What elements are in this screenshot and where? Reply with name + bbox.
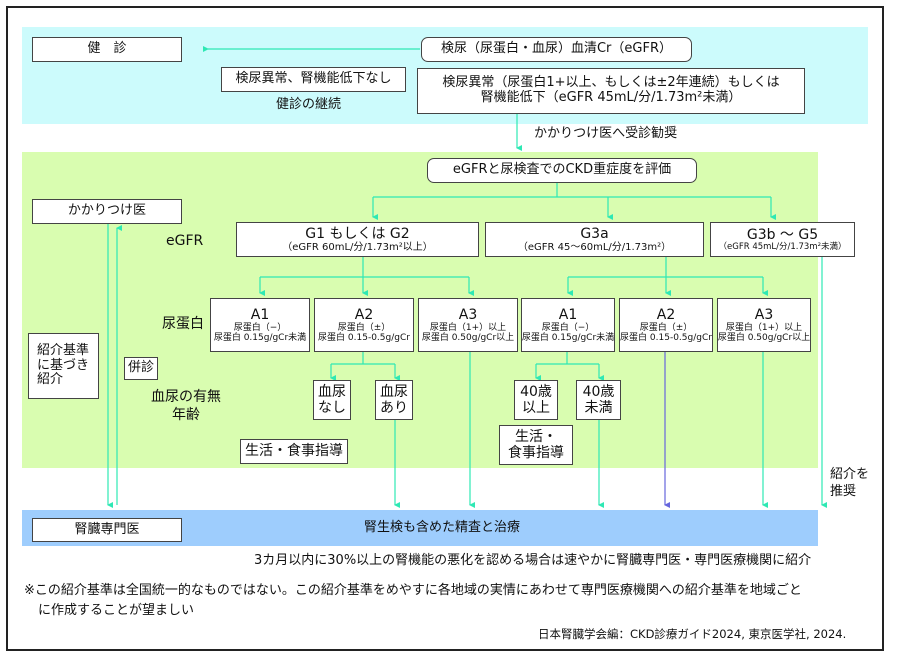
- age-line: 40歳: [520, 383, 552, 400]
- lifestyle-guidance-box-2: 生活・ 食事指導: [499, 425, 573, 465]
- g3b-g5-box: G3b ～ G5 （eGFR 45mL/分/1.73m²未満）: [710, 222, 855, 257]
- a-line2: 尿蛋白 0.15-0.5g/gCr: [318, 333, 410, 344]
- a-title: A3: [754, 306, 774, 323]
- a-line1: 尿蛋白（1+）以上: [725, 322, 803, 333]
- g3a-title: G3a: [580, 225, 609, 242]
- primary-doctor-box: かかりつけ医: [32, 199, 182, 224]
- specialist-box: 腎臓専門医: [32, 518, 182, 542]
- checkup-label: 健 診: [87, 41, 127, 57]
- g3b-g5-sub: （eGFR 45mL/分/1.73m²未満）: [718, 241, 847, 252]
- checkup-box: 健 診: [32, 37, 182, 62]
- age-40-under-box: 40歳 未満: [576, 380, 621, 420]
- a-line2: 尿蛋白 0.15g/gCr未満: [213, 333, 307, 344]
- continue-checkup-label: 健診の継続: [276, 97, 342, 112]
- hematuria-present-box: 血尿 あり: [375, 380, 413, 420]
- hematuria-present-line: あり: [380, 400, 408, 416]
- citation: 日本腎臓学会編：CKD診療ガイド2024, 東京医学社, 2024.: [538, 627, 847, 641]
- lifestyle-guidance-line: 生活・: [515, 428, 557, 445]
- recommend-referral-label: 紹介を 推奨: [830, 467, 869, 501]
- a-line1: 尿蛋白（−）: [541, 322, 595, 333]
- evaluate-label: eGFRと尿検査でのCKD重症度を評価: [452, 162, 672, 178]
- proteinuria-row-label: 尿蛋白: [162, 316, 204, 332]
- g1-g2-title: G1 もしくは G2: [305, 225, 410, 242]
- g3a-sub: （eGFR 45～60mL/分/1.73m²）: [517, 241, 672, 253]
- g1-g2-box: G1 もしくは G2 （eGFR 60mL/分/1.73m²以上）: [236, 222, 479, 257]
- specialist-label: 腎臓専門医: [74, 521, 140, 537]
- referral-criteria-line: に基づき: [37, 357, 90, 373]
- g3a-box: G3a （eGFR 45～60mL/分/1.73m²）: [485, 222, 704, 257]
- a-title: A2: [354, 306, 374, 323]
- a2-g3a-box: A2 尿蛋白（±） 尿蛋白 0.15-0.5g/gCr: [619, 298, 713, 352]
- a-line1: 尿蛋白（±）: [639, 322, 693, 333]
- normal-result-box: 検尿異常、腎機能低下なし: [221, 67, 406, 92]
- a3-g12-box: A3 尿蛋白（1+）以上 尿蛋白 0.50g/gCr以上: [418, 298, 518, 352]
- a-title: A1: [558, 306, 578, 323]
- hematuria-age-label: 血尿の有無 年齢: [150, 388, 222, 424]
- a-title: A2: [656, 306, 676, 323]
- referral-criteria-line: 紹介基準: [37, 342, 90, 358]
- a-line2: 尿蛋白 0.50g/gCr以上: [717, 333, 811, 344]
- age-line: 以上: [522, 400, 550, 416]
- a-line2: 尿蛋白 0.15g/gCr未満: [521, 333, 615, 344]
- primary-doctor-label: かかりつけ医: [67, 203, 147, 219]
- a3-g3a-box: A3 尿蛋白（1+）以上 尿蛋白 0.50g/gCr以上: [717, 298, 811, 352]
- a-line1: 尿蛋白（1+）以上: [429, 322, 507, 333]
- recommend-referral-line: 紹介を: [830, 467, 870, 482]
- g1-g2-sub: （eGFR 60mL/分/1.73m²以上）: [282, 241, 433, 253]
- egfr-row-label: eGFR: [166, 233, 204, 249]
- disclaimer-line1: ※この紹介基準は全国統一的なものではない。この紹介基準をめやすに各地域の実情にあ…: [24, 583, 802, 598]
- normal-result-label: 検尿異常、腎機能低下なし: [235, 71, 392, 87]
- recommend-primary-label: かかりつけ医へ受診勧奨: [534, 126, 678, 141]
- joint-care-label: 併診: [127, 360, 154, 376]
- a-title: A3: [458, 306, 478, 323]
- lifestyle-guidance-box-1: 生活・食事指導: [240, 439, 348, 464]
- age-line: 40歳: [582, 383, 615, 400]
- abnormal-line2: 腎機能低下（eGFR 45mL/分/1.73m²未満）: [480, 90, 742, 105]
- specialist-treatment-label: 腎生検も含めた精査と治療: [364, 520, 521, 535]
- tests-box: 検尿（尿蛋白・血尿）血清Cr（eGFR）: [421, 37, 692, 62]
- hematuria-present-line: 血尿: [380, 383, 408, 400]
- a-title: A1: [250, 306, 270, 323]
- hematuria-none-line: なし: [318, 400, 346, 416]
- a-line1: 尿蛋白（±）: [337, 322, 391, 333]
- age-40-over-box: 40歳 以上: [514, 380, 558, 420]
- referral-criteria-line: 紹介: [37, 372, 64, 388]
- lifestyle-guidance-label: 生活・食事指導: [245, 443, 343, 460]
- a2-g12-box: A2 尿蛋白（±） 尿蛋白 0.15-0.5g/gCr: [314, 298, 414, 352]
- a1-g12-box: A1 尿蛋白（−） 尿蛋白 0.15g/gCr未満: [210, 298, 310, 352]
- hematuria-none-box: 血尿 なし: [313, 380, 351, 420]
- age-line: 未満: [584, 400, 613, 416]
- lifestyle-guidance-line: 食事指導: [508, 445, 564, 461]
- g3b-g5-title: G3b ～ G5: [746, 226, 819, 243]
- hematuria-none-line: 血尿: [318, 383, 346, 400]
- hematuria-age-line2: 年齢: [172, 407, 200, 424]
- a1-g3a-box: A1 尿蛋白（−） 尿蛋白 0.15g/gCr未満: [521, 298, 615, 352]
- abnormal-result-box: 検尿異常（尿蛋白1+以上、もしくは±2年連続）もしくは 腎機能低下（eGFR 4…: [417, 68, 805, 114]
- disclaimer-line2: に作成することが望ましい: [38, 603, 195, 618]
- recommend-referral-line: 推奨: [830, 483, 857, 499]
- a-line2: 尿蛋白 0.15-0.5g/gCr: [620, 333, 712, 344]
- abnormal-line1: 検尿異常（尿蛋白1+以上、もしくは±2年連続）もしくは: [442, 75, 780, 91]
- a-line1: 尿蛋白（−）: [233, 322, 287, 333]
- rapid-decline-note: 3カ月以内に30%以上の腎機能の悪化を認める場合は速やかに腎臓専門医・専門医療機…: [254, 553, 812, 568]
- tests-label: 検尿（尿蛋白・血尿）血清Cr（eGFR）: [440, 41, 672, 57]
- referral-criteria-box: 紹介基準 に基づき 紹介: [28, 333, 99, 399]
- joint-care-box: 併診: [124, 357, 158, 380]
- a-line2: 尿蛋白 0.50g/gCr以上: [421, 333, 515, 344]
- evaluate-box: eGFRと尿検査でのCKD重症度を評価: [427, 158, 697, 183]
- hematuria-age-line1: 血尿の有無: [151, 389, 221, 405]
